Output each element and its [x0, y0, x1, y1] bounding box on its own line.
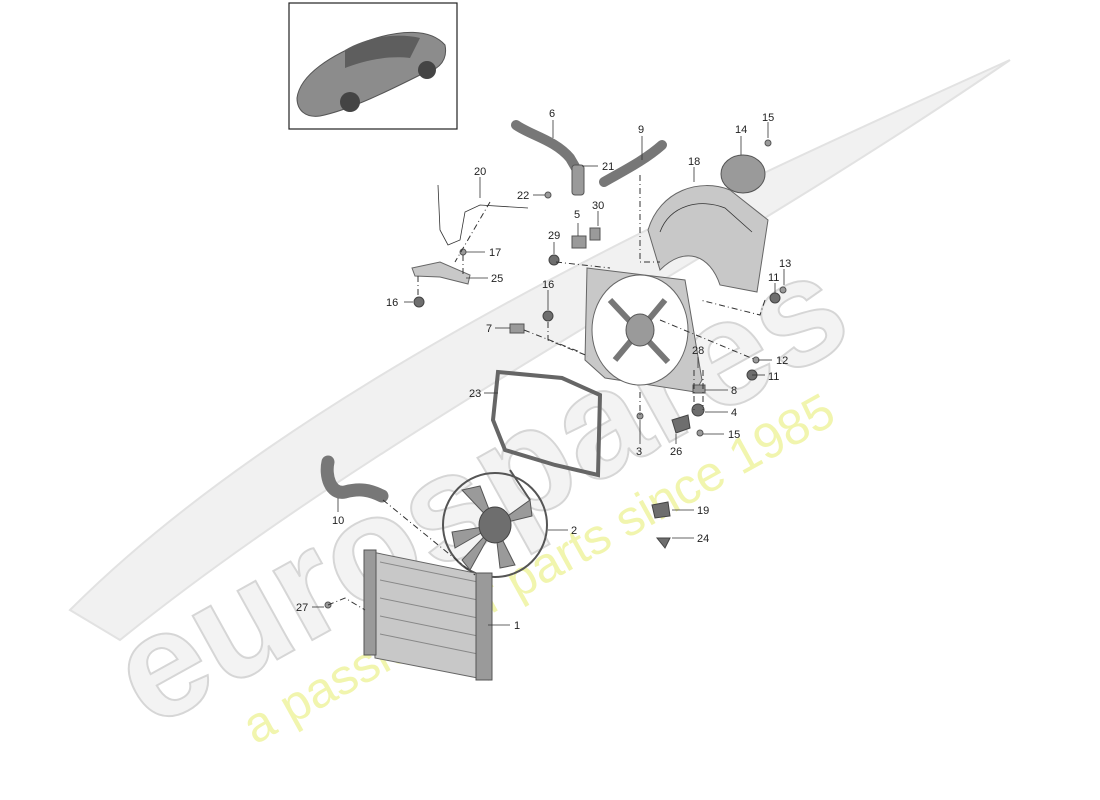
screw-15b: [696, 429, 704, 437]
callout-15b: 15: [728, 429, 740, 441]
nut-11a: [769, 292, 781, 304]
callout-21: 21: [602, 161, 614, 173]
callout-labels: 1 2 3 4 5 6 7 8 9 10 11 11 12 13 14 15 1…: [296, 108, 791, 632]
screw-3: [636, 412, 644, 420]
callout-19: 19: [697, 505, 709, 517]
callout-4: 4: [731, 407, 737, 419]
callout-13: 13: [779, 258, 791, 270]
connector-21: [571, 164, 585, 196]
callout-3: 3: [636, 446, 642, 458]
nut-29: [548, 254, 560, 266]
fan-frame: [584, 267, 703, 393]
sensor-5: [571, 235, 587, 249]
hose-6: [511, 120, 582, 175]
callout-26: 26: [670, 446, 682, 458]
screw-13: [779, 286, 787, 294]
clip-30: [589, 227, 601, 241]
cap-14: [720, 154, 766, 194]
seal-frame-23: [490, 369, 603, 478]
grommet-26: [671, 414, 691, 434]
callout-6: 6: [549, 108, 555, 120]
callout-27: 27: [296, 602, 308, 614]
assembly-lines: [327, 175, 766, 611]
callout-20: 20: [474, 166, 486, 178]
hose-9: [599, 140, 667, 187]
callout-5: 5: [574, 209, 580, 221]
clip-19: [651, 501, 671, 519]
callout-25: 25: [491, 273, 503, 285]
callout-11a: 11: [768, 272, 779, 284]
callout-14: 14: [735, 124, 747, 136]
sensor-7: [509, 323, 525, 334]
callout-22: 22: [517, 190, 529, 202]
callout-16b: 16: [542, 279, 554, 291]
hose-10: [320, 455, 389, 503]
callout-10: 10: [332, 515, 344, 527]
callout-17: 17: [489, 247, 501, 259]
screw-15a: [764, 139, 772, 147]
callout-2: 2: [571, 525, 577, 537]
bushing-4: [691, 403, 705, 417]
callout-23: 23: [469, 388, 481, 400]
callout-24: 24: [697, 533, 709, 545]
clip-16a: [413, 296, 425, 308]
callout-7: 7: [486, 323, 492, 335]
callout-8: 8: [731, 385, 737, 397]
screw-22: [544, 191, 552, 199]
callout-15a: 15: [762, 112, 774, 124]
callout-16a: 16: [386, 297, 398, 309]
callout-12: 12: [776, 355, 788, 367]
small-fasteners: [324, 139, 787, 609]
radiator-1: [363, 549, 493, 681]
pipe-assembly-20: [437, 184, 529, 246]
bracket-25: [411, 261, 471, 285]
callout-18: 18: [688, 156, 700, 168]
leader-lines: [312, 120, 785, 626]
callout-9: 9: [638, 124, 644, 136]
callout-29: 29: [548, 230, 560, 242]
callout-11b: 11: [768, 371, 779, 383]
callout-30: 30: [592, 200, 604, 212]
callout-28: 28: [692, 345, 704, 357]
watermark-swoosh: [68, 59, 1011, 642]
fan-2: [442, 469, 548, 578]
rivet-24: [655, 537, 671, 549]
fan-shroud-18: [647, 185, 769, 293]
callout-1: 1: [514, 620, 520, 632]
clip-16b: [542, 310, 554, 322]
clip-8: [692, 384, 706, 394]
car-thumbnail: [288, 2, 458, 130]
